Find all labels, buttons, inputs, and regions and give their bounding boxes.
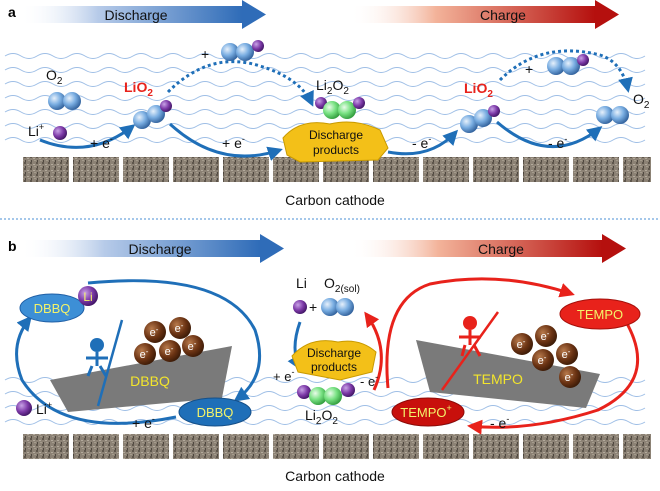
arrow-minus-e-1	[387, 129, 459, 156]
svg-text:e-: e-	[188, 339, 197, 353]
svg-text:e-: e-	[175, 321, 184, 335]
svg-text:e-: e-	[517, 337, 526, 351]
lio2-label-right: LiO2	[464, 80, 493, 100]
cycle-arrow-right-top	[385, 277, 575, 389]
li2o2-label-a: Li2O2	[316, 77, 349, 97]
charge-label-a: Charge	[480, 7, 526, 23]
electron-cluster-left	[134, 317, 204, 365]
svg-text:e-: e-	[165, 344, 174, 358]
plus-e-label-1: + e-	[90, 134, 113, 151]
o2-molecule-top-right	[547, 54, 589, 75]
discharge-arrow-a	[20, 0, 266, 29]
discharge-products-blob-b	[291, 340, 377, 381]
cycle-arrow-left-top	[87, 279, 262, 402]
electron-cluster-right	[511, 325, 581, 388]
dbbq-li-label: DBBQ	[34, 301, 71, 316]
lio2-label-left: LiO2	[124, 79, 153, 99]
li2o2-label-b: Li2O2	[305, 407, 338, 427]
tempo-top-label: TEMPO	[577, 307, 623, 322]
minus-e-label-2: - e-	[548, 134, 567, 151]
panel-a-letter: a	[8, 4, 16, 20]
plus-e-label-2: + e-	[222, 134, 245, 151]
plus-e-mid-label: + e-	[273, 367, 294, 384]
electron-labels-right: e- e- e- e- e-	[517, 329, 574, 384]
li2o2-molecule-a	[315, 97, 365, 119]
tempo-top	[559, 298, 641, 330]
li-plus-label-a: Li+	[28, 122, 44, 139]
carbon-cathode-tiles-a	[21, 155, 653, 184]
svg-text:e-: e-	[150, 325, 159, 339]
discharge-arrow-b	[20, 234, 284, 263]
li-ion-b	[16, 400, 32, 416]
o2-molecule-center	[321, 298, 354, 316]
cathode-label-a: Carbon cathode	[285, 192, 385, 208]
li-badge-circle	[78, 286, 98, 306]
o2-label-left: O2	[46, 67, 63, 87]
plus-label-top-right: +	[525, 61, 533, 77]
panel-a: a Discharge Charge	[4, 0, 653, 208]
o2-molecule-left	[48, 92, 81, 110]
o2sol-label: O2(sol)	[324, 275, 360, 295]
discharge-label-b: Discharge	[128, 241, 191, 257]
li-badge-label: Li	[83, 290, 92, 304]
carbon-cathode-tiles-b	[21, 432, 653, 461]
plus-e-bottom-label: + e-	[132, 414, 155, 431]
lio2-molecule-left	[133, 100, 172, 129]
svg-text:e-: e-	[140, 347, 149, 361]
panel-b-letter: b	[8, 238, 17, 254]
charge-arrow-a	[350, 0, 619, 29]
cycle-arrow-right-bottom	[467, 319, 640, 435]
tempo-plus-bottom	[391, 397, 465, 427]
li-ion-center	[293, 300, 307, 314]
plus-sign-center: +	[309, 299, 317, 315]
minus-e-bottom-label: - e-	[490, 414, 509, 431]
products-label-a-1: Discharge	[309, 128, 363, 142]
dbbq-li-complex	[19, 293, 85, 323]
tempo-plus-label: TEMPO+	[400, 403, 452, 420]
cathode-label-b: Carbon cathode	[285, 468, 385, 484]
discharge-label-a: Discharge	[104, 7, 167, 23]
arrow-center-up	[364, 311, 383, 391]
plus-label-top-left: +	[201, 46, 209, 62]
li-label-center: Li	[296, 275, 307, 291]
svg-text:e-: e-	[541, 329, 550, 343]
lio2-molecule-right	[460, 105, 500, 133]
products-label-b-1: Discharge	[307, 346, 361, 360]
boat-right-label: TEMPO	[473, 371, 523, 387]
dotted-arrow-right	[498, 49, 633, 93]
electron-labels-left: e- e- e- e- e-	[140, 321, 197, 361]
cycle-arrow-left-bottom	[15, 315, 177, 425]
products-label-a-2: products	[313, 143, 359, 157]
products-label-b-2: products	[311, 360, 357, 374]
discharge-products-blob-a	[282, 121, 389, 163]
svg-text:e-: e-	[565, 370, 574, 384]
rower-left-figure	[86, 319, 124, 407]
panel-b: b Discharge Charge	[4, 234, 653, 484]
o2-label-right: O2	[633, 91, 650, 111]
charge-arrow-b	[350, 234, 626, 263]
dbbq-bottom-label: DBBQ	[197, 405, 234, 420]
li2o2-molecule-b	[297, 383, 355, 405]
svg-text:e-: e-	[538, 353, 547, 367]
rower-right-figure	[440, 311, 500, 391]
arrow-minus-e-2	[496, 120, 603, 148]
li-plus-label-b: Li+	[36, 400, 52, 417]
minus-e-label-1: - e-	[412, 134, 431, 151]
charge-label-b: Charge	[478, 241, 524, 257]
arrow-plus-e-1	[39, 124, 136, 149]
arrow-plus-e-2	[168, 122, 283, 161]
boat-left	[50, 346, 232, 412]
minus-e-mid-label: - e-	[360, 372, 378, 389]
dbbq-bottom	[178, 397, 252, 427]
svg-text:e-: e-	[562, 347, 571, 361]
boat-left-label: DBBQ	[130, 373, 170, 389]
boat-right	[416, 340, 600, 408]
li-ion-a	[53, 126, 67, 140]
o2-molecule-top-left	[221, 40, 264, 61]
o2-molecule-right	[596, 106, 629, 124]
